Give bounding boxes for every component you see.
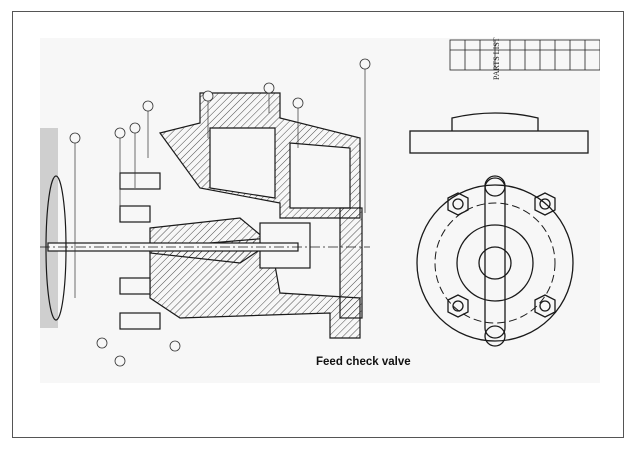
gland-nut-bottom bbox=[119, 277, 151, 295]
gland-bolt-top bbox=[119, 172, 161, 190]
feed-check-valve-drawing bbox=[40, 39, 600, 367]
gland-bolt-bottom bbox=[119, 312, 161, 330]
valve-chamber bbox=[209, 127, 276, 199]
top-flange-plate bbox=[409, 130, 589, 154]
spindle-boss bbox=[478, 246, 512, 280]
flange-outer-circle bbox=[416, 184, 574, 342]
figure-caption: Feed check valve bbox=[316, 356, 411, 368]
outlet-flange bbox=[339, 207, 363, 319]
pitch-circle bbox=[434, 202, 556, 324]
flange-bolts bbox=[447, 192, 556, 318]
end-view bbox=[409, 112, 589, 347]
handwheel bbox=[45, 175, 67, 321]
drawing-photo: PARTS LIST bbox=[40, 37, 600, 383]
sectional-view bbox=[40, 92, 370, 339]
bore-circle bbox=[456, 224, 534, 302]
outlet-chamber bbox=[289, 142, 351, 209]
spoke-end-bottom bbox=[484, 325, 506, 347]
spoke-end-top bbox=[484, 175, 506, 197]
callout-circles bbox=[69, 58, 371, 367]
callout-leaders bbox=[74, 66, 366, 298]
parts-list-heading: PARTS LIST bbox=[492, 37, 501, 80]
gland-nut-top bbox=[119, 205, 151, 223]
parts-list-table bbox=[449, 39, 600, 71]
handwheel-spoke bbox=[484, 177, 506, 339]
bonnet bbox=[451, 112, 539, 131]
